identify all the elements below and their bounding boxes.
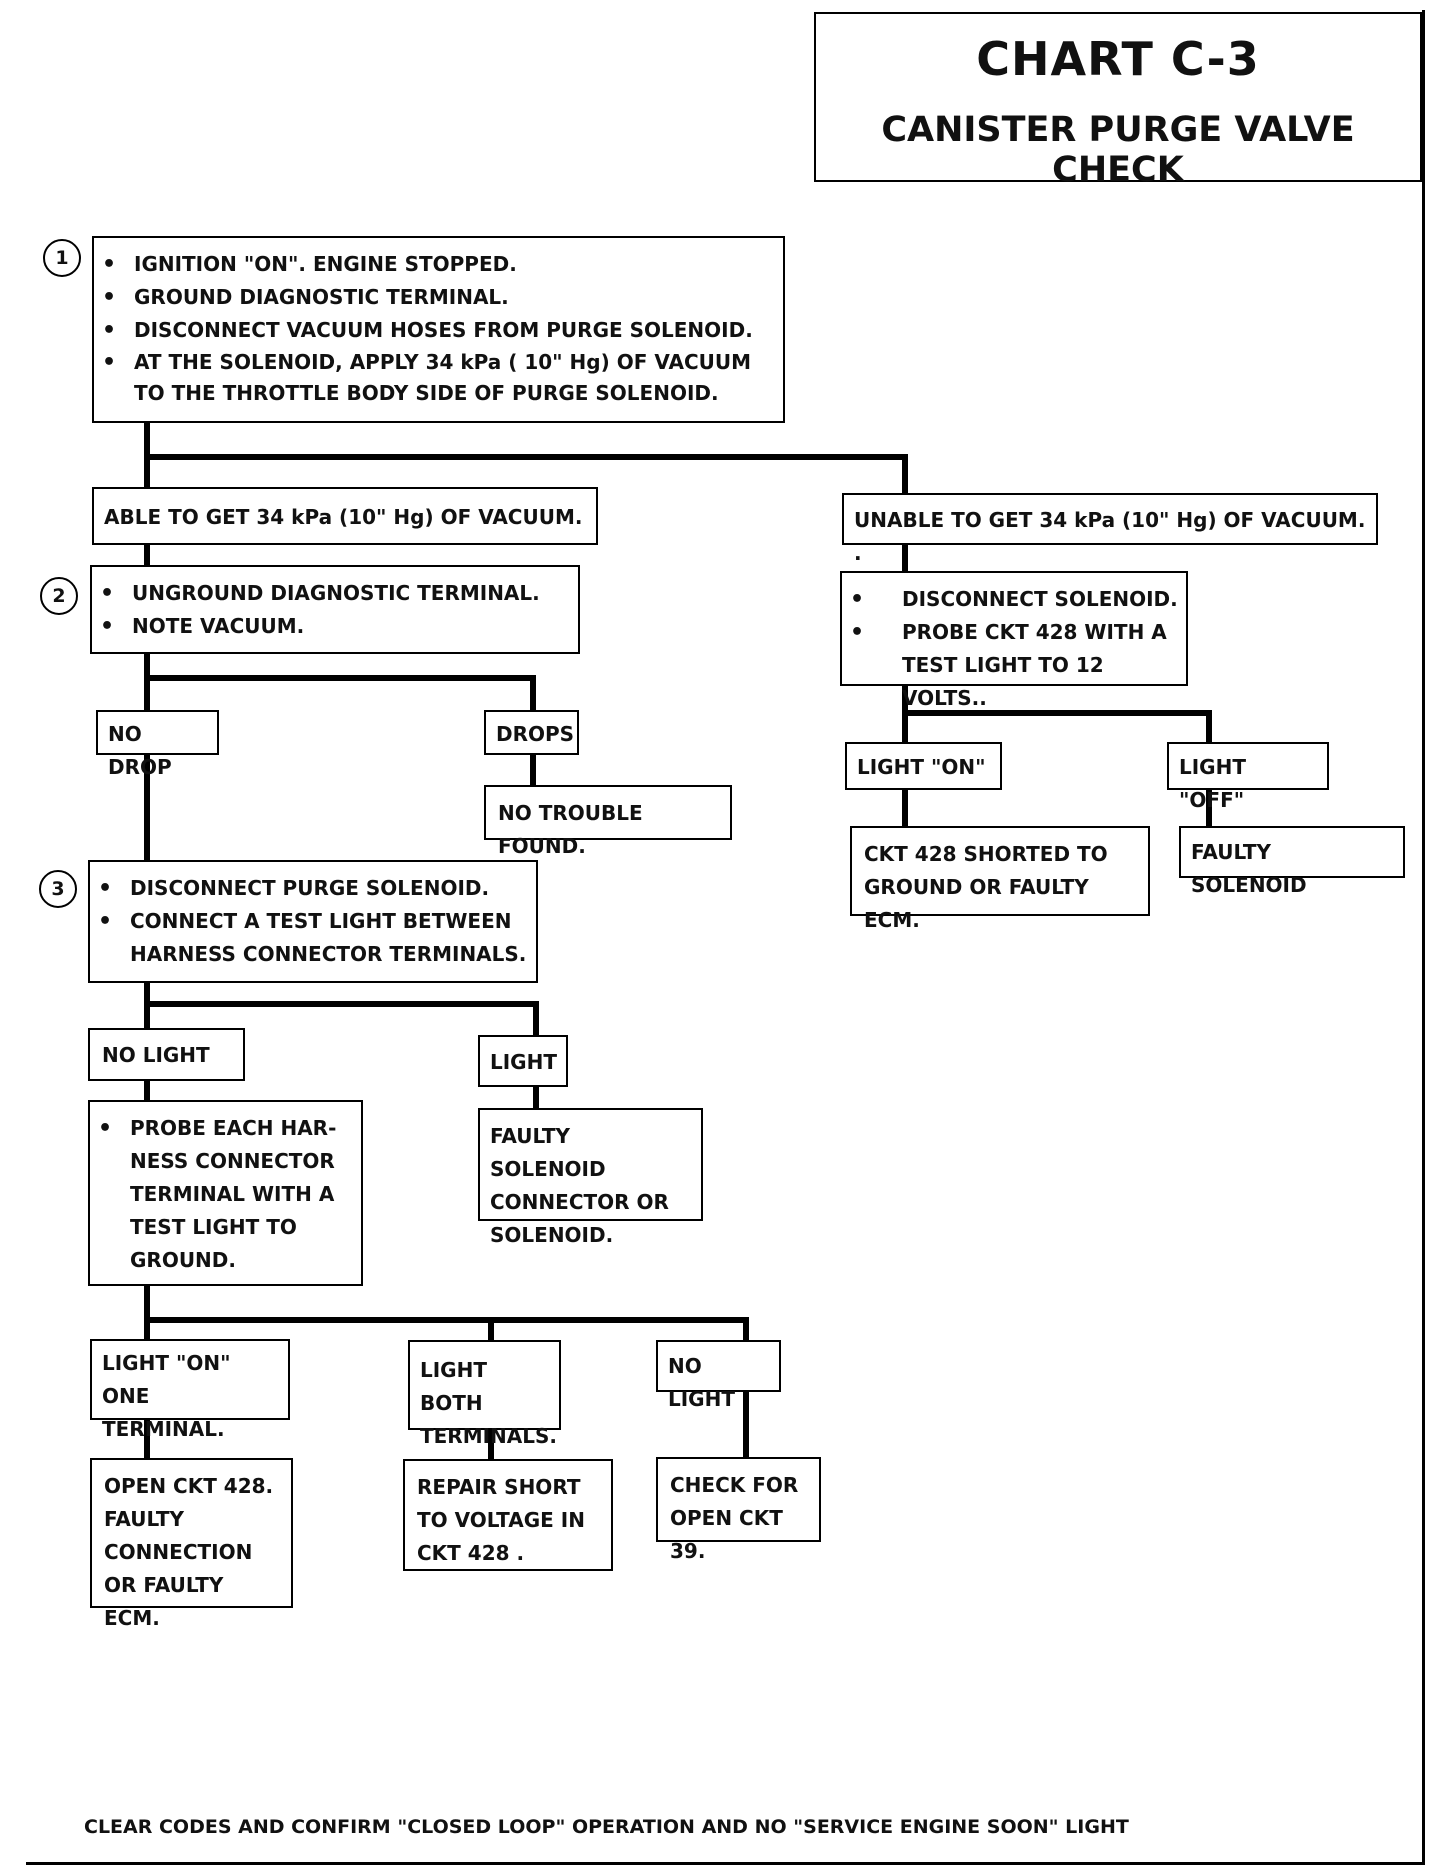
- list-item: PROBE EACH HAR-NESS CONNECTOR TERMINAL W…: [90, 1112, 349, 1277]
- chart-title: CHART C-3: [976, 32, 1260, 86]
- check-for-open-ckt-39-box: CHECK FOR OPEN CKT 39.: [656, 1457, 821, 1563]
- list-item: AT THE SOLENOID, APPLY 34 kPa ( 10" Hg) …: [94, 347, 775, 409]
- connector-line: [902, 710, 1212, 745]
- step-number-2: 2: [40, 577, 78, 615]
- step-1-box: IGNITION "ON". ENGINE STOPPED. GROUND DI…: [92, 236, 785, 423]
- step-number-1: 1: [43, 239, 81, 277]
- list-item: UNGROUND DIAGNOSTIC TERMINAL.: [92, 577, 570, 610]
- faulty-solenoid-box-right: FAULTY SOLENOID: [1179, 826, 1405, 897]
- step-3-box: DISCONNECT PURGE SOLENOID. CONNECT A TES…: [88, 860, 538, 983]
- able-to-get-vacuum-box: ABLE TO GET 34 kPa (10" Hg) OF VACUUM.: [92, 487, 598, 545]
- list-item: CONNECT A TEST LIGHT BETWEEN HARNESS CON…: [90, 905, 528, 971]
- light-both-terminals-box: LIGHT BOTH TERMINALS.: [408, 1340, 561, 1448]
- chart-subtitle: CANISTER PURGE VALVE CHECK: [881, 110, 1355, 190]
- footer-note: CLEAR CODES AND CONFIRM "CLOSED LOOP" OP…: [84, 1816, 1129, 1838]
- title-box: CHART C-3 CANISTER PURGE VALVE CHECK: [814, 12, 1422, 190]
- light-box: LIGHT: [478, 1035, 568, 1087]
- step-number-3: 3: [39, 870, 77, 908]
- list-item: DISCONNECT SOLENOID.: [842, 583, 1178, 616]
- no-drop-box: NO DROP: [96, 710, 219, 779]
- no-light-box-2: NO LIGHT: [656, 1340, 781, 1411]
- list-item: DISCONNECT PURGE SOLENOID.: [90, 872, 528, 905]
- list-item: IGNITION "ON". ENGINE STOPPED.: [94, 248, 775, 281]
- disconnect-solenoid-box: DISCONNECT SOLENOID. PROBE CKT 428 WITH …: [840, 571, 1188, 710]
- connector-line: [144, 454, 908, 496]
- list-item: NOTE VACUUM.: [92, 610, 570, 643]
- list-item: PROBE CKT 428 WITH A TEST LIGHT TO 12 VO…: [842, 616, 1178, 715]
- list-item: GROUND DIAGNOSTIC TERMINAL.: [94, 281, 775, 314]
- connector-line: [144, 1317, 749, 1343]
- connector-line: [144, 675, 536, 713]
- drops-box: DROPS: [484, 710, 579, 755]
- repair-short-box: REPAIR SHORT TO VOLTAGE IN CKT 428 .: [403, 1459, 613, 1571]
- ckt-428-shorted-box: CKT 428 SHORTED TO GROUND OR FAULTY ECM.: [850, 826, 1150, 932]
- probe-each-terminal-box: PROBE EACH HAR-NESS CONNECTOR TERMINAL W…: [88, 1100, 363, 1286]
- faulty-solenoid-connector-box: FAULTY SOLENOID CONNECTOR OR SOLENOID.: [478, 1108, 703, 1247]
- light-on-box-right: LIGHT "ON": [845, 742, 1002, 790]
- page-frame: [26, 10, 1425, 1865]
- connector-line: [144, 1001, 539, 1038]
- list-item: DISCONNECT VACUUM HOSES FROM PURGE SOLEN…: [94, 314, 775, 347]
- unable-to-get-vacuum-box: UNABLE TO GET 34 kPa (10" Hg) OF VACUUM.…: [842, 493, 1378, 565]
- light-off-box-right: LIGHT "OFF": [1167, 742, 1329, 812]
- no-trouble-found-box: NO TROUBLE FOUND.: [484, 785, 732, 858]
- step-2-box: UNGROUND DIAGNOSTIC TERMINAL. NOTE VACUU…: [90, 565, 580, 654]
- open-ckt-428-box: OPEN CKT 428. FAULTY CONNECTION OR FAULT…: [90, 1458, 293, 1630]
- no-light-box: NO LIGHT: [88, 1028, 245, 1081]
- light-on-one-terminal-box: LIGHT "ON" ONE TERMINAL.: [90, 1339, 290, 1441]
